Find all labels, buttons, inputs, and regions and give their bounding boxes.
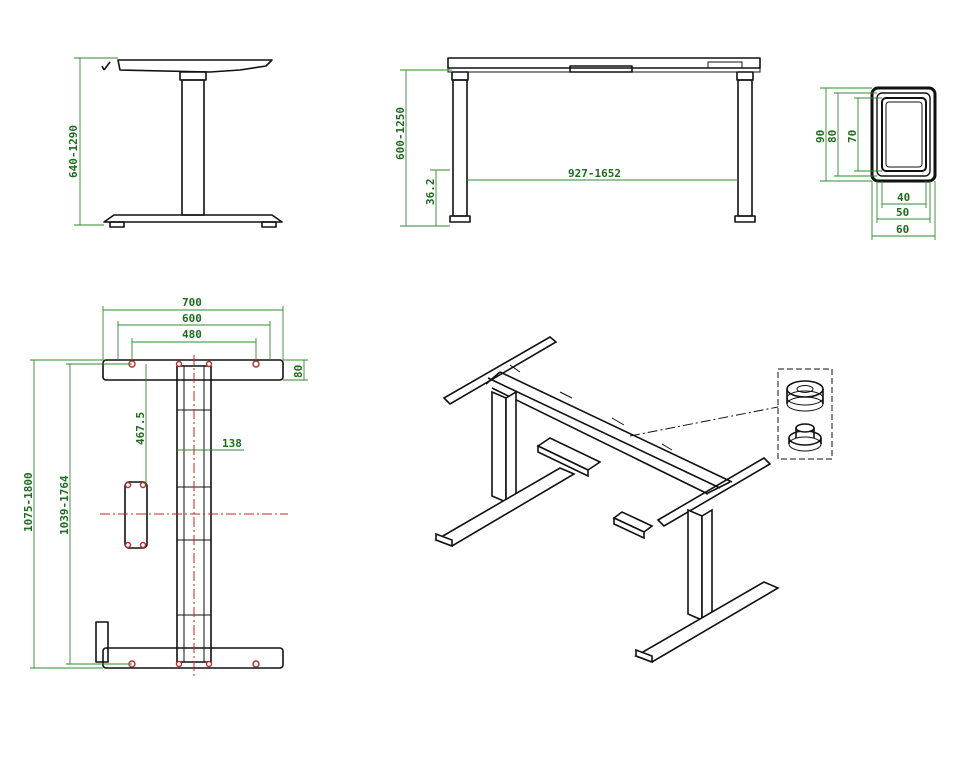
front-leg-right (737, 79, 753, 217)
section-mid-w: 50 (896, 206, 909, 219)
side-foot-pad-right (261, 221, 277, 228)
top-support-plate (102, 359, 284, 381)
top-width-mid-dim: 600 (182, 312, 202, 325)
iso-right-leg (687, 508, 703, 622)
front-foot-left (449, 215, 471, 223)
side-foot-pad-left (109, 221, 125, 228)
front-leg-left (452, 79, 468, 217)
top-width-outer-dim: 700 (182, 296, 202, 309)
section-outer-h: 90 (814, 130, 827, 143)
column-outer-tube (870, 86, 937, 183)
top-view: 700 600 480 80 467.5 138 1075-1800 1039-… (22, 296, 308, 678)
iso-left-support-arm (442, 336, 558, 406)
front-foot-right (734, 215, 756, 223)
isometric-view (434, 336, 833, 664)
section-outer-w: 60 (896, 223, 909, 236)
front-view: 600-1250 36.2 927-1652 (394, 57, 761, 227)
section-inner-w: 40 (897, 191, 910, 204)
handset (95, 621, 109, 663)
front-height-dim: 600-1250 (394, 107, 407, 160)
top-length-inner-dim: 1039-1764 (58, 475, 71, 535)
mount-hole (252, 360, 260, 368)
side-view: 640-1290 (67, 57, 283, 228)
top-foot-depth-dim: 80 (292, 365, 305, 378)
front-crossbar (569, 65, 633, 73)
section-inner-h: 70 (846, 130, 859, 143)
side-column-cap (179, 71, 207, 81)
front-leg-spacing-dim: 927-1652 (568, 167, 621, 180)
side-height-dim: 640-1290 (67, 125, 80, 178)
side-desktop-top (117, 59, 273, 73)
section-mid-h: 80 (826, 130, 839, 143)
iso-left-leg (491, 390, 507, 504)
control-box (124, 481, 148, 549)
column-section: 90 80 70 40 50 60 (814, 86, 937, 240)
side-handle (101, 61, 111, 71)
top-beam-width-dim: 138 (222, 437, 242, 450)
top-length-outer-dim: 1075-1800 (22, 472, 35, 532)
front-controller (707, 61, 743, 69)
iso-detail-box (777, 368, 833, 460)
top-hole-offset-dim: 467.5 (134, 412, 147, 445)
top-width-inner-dim: 480 (182, 328, 202, 341)
front-foot-dim: 36.2 (424, 179, 437, 206)
iso-right-support-arm (656, 456, 772, 528)
side-column (181, 79, 205, 216)
bottom-support-plate (102, 647, 284, 669)
side-foot (103, 214, 283, 223)
